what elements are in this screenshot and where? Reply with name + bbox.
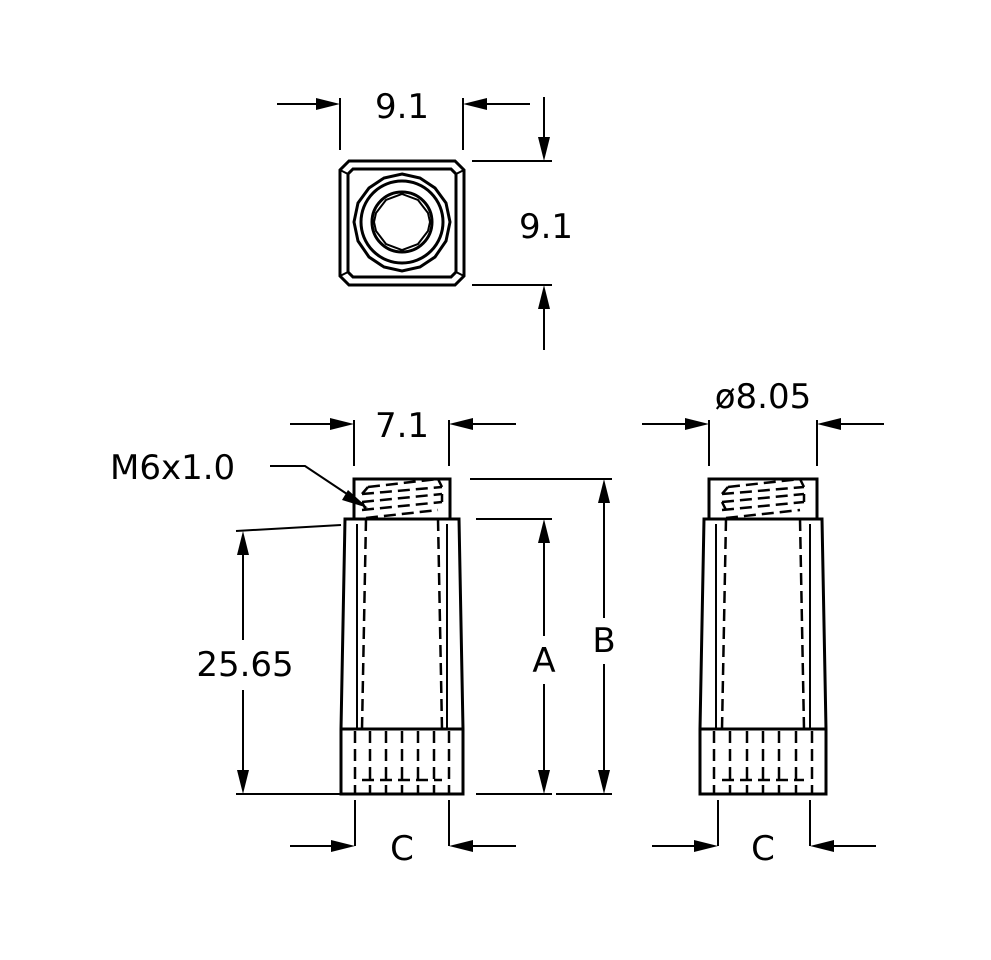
- thread-callout: M6x1.0: [110, 448, 368, 508]
- length-dimension: 25.65: [196, 524, 342, 795]
- top-height-dimension: 9.1: [472, 97, 573, 350]
- top-height-label: 9.1: [519, 207, 573, 247]
- thread-label: M6x1.0: [110, 448, 235, 488]
- dim-c-left-label: C: [390, 829, 414, 869]
- dim-a-label: A: [532, 641, 555, 681]
- dim-b-label: B: [592, 621, 615, 661]
- dimension-a: A: [476, 518, 556, 795]
- dimension-c-left: C: [290, 800, 516, 869]
- diameter-label: ø8.05: [715, 377, 812, 417]
- body-width-dimension: 7.1: [290, 406, 516, 466]
- diameter-dimension: ø8.05: [642, 377, 884, 466]
- top-view-inner-square: [346, 167, 458, 279]
- length-label: 25.65: [196, 645, 293, 685]
- top-width-dimension: 9.1: [277, 87, 530, 150]
- right-side-view: [698, 477, 828, 796]
- body-width-label: 7.1: [375, 406, 429, 446]
- top-view-thread-polygon: [372, 192, 432, 252]
- top-view-knurl-polygon: [352, 172, 452, 273]
- dimension-b: B: [470, 478, 616, 795]
- left-side-view: [339, 477, 465, 796]
- top-view-outer-circle: [359, 179, 445, 265]
- top-width-label: 9.1: [375, 87, 429, 127]
- dimension-c-right: C: [652, 800, 876, 869]
- top-view: [338, 159, 466, 287]
- dim-c-right-label: C: [751, 829, 775, 869]
- top-view-inner-circle: [370, 190, 434, 254]
- top-view-outer-square: [338, 159, 466, 287]
